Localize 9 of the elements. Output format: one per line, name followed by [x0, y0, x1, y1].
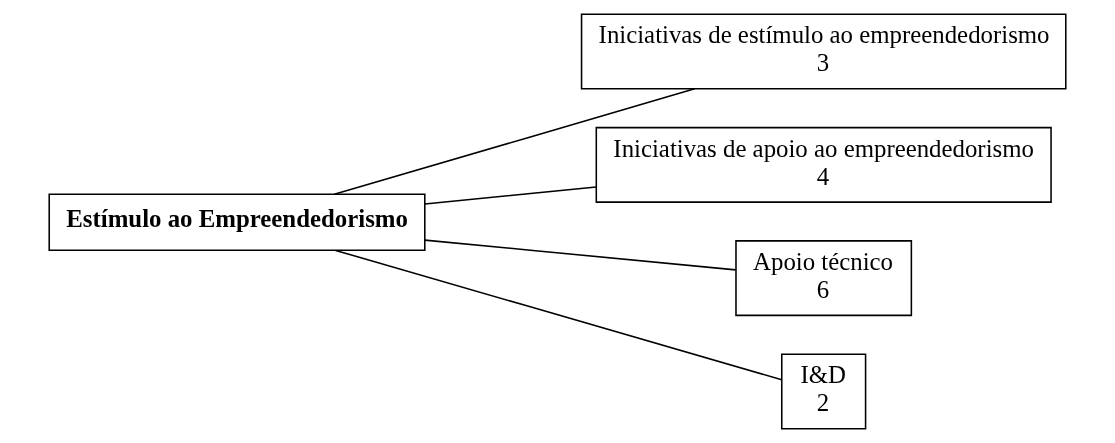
node-box: Estímulo ao Empreendedorismo: [48, 193, 426, 251]
node-box: Iniciativas de apoio ao empreendedorismo 4: [595, 126, 1052, 203]
connector: [334, 249, 783, 381]
node-box: Apoio técnico 6: [735, 240, 913, 317]
node-box: Iniciativas de estímulo ao empreendedorismo 3: [580, 13, 1067, 90]
connector: [333, 88, 696, 196]
node-box: I&D 2: [781, 353, 867, 430]
connector: [424, 186, 598, 205]
connector: [424, 239, 737, 271]
